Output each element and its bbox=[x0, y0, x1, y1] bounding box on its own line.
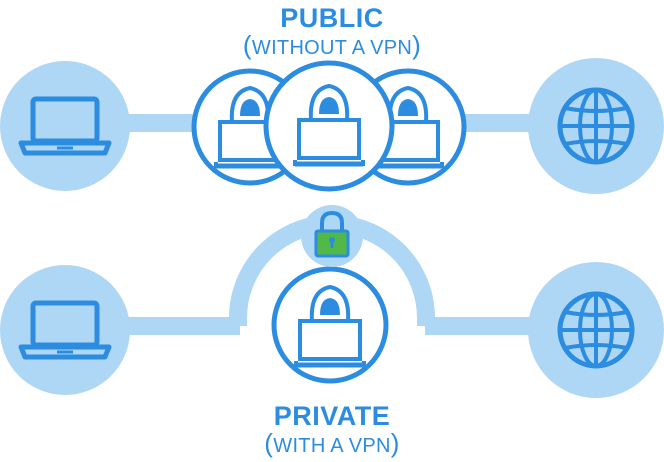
globe-icon bbox=[560, 294, 632, 366]
private-subtitle: WITH A VPN bbox=[273, 435, 391, 457]
private-laptop-node bbox=[0, 265, 130, 395]
public-globe-node bbox=[528, 58, 664, 194]
public-laptop-node bbox=[0, 61, 130, 191]
public-hacker-center bbox=[263, 60, 395, 192]
private-title: PRIVATE bbox=[273, 401, 391, 431]
private-subtitle-line: (WITH A VPN) bbox=[264, 428, 400, 458]
globe-icon bbox=[560, 90, 632, 162]
private-hacker-node bbox=[271, 266, 389, 384]
public-subtitle: WITHOUT A VPN bbox=[251, 37, 413, 59]
public-title: PUBLIC bbox=[280, 3, 384, 33]
public-subtitle-line: (WITHOUT A VPN) bbox=[242, 30, 422, 60]
padlock-icon bbox=[314, 210, 350, 258]
public-heading: PUBLIC (WITHOUT A VPN) bbox=[0, 3, 664, 60]
padlock-node bbox=[301, 205, 363, 267]
private-heading: PRIVATE (WITH A VPN) bbox=[0, 401, 664, 458]
private-globe-node bbox=[528, 262, 664, 398]
